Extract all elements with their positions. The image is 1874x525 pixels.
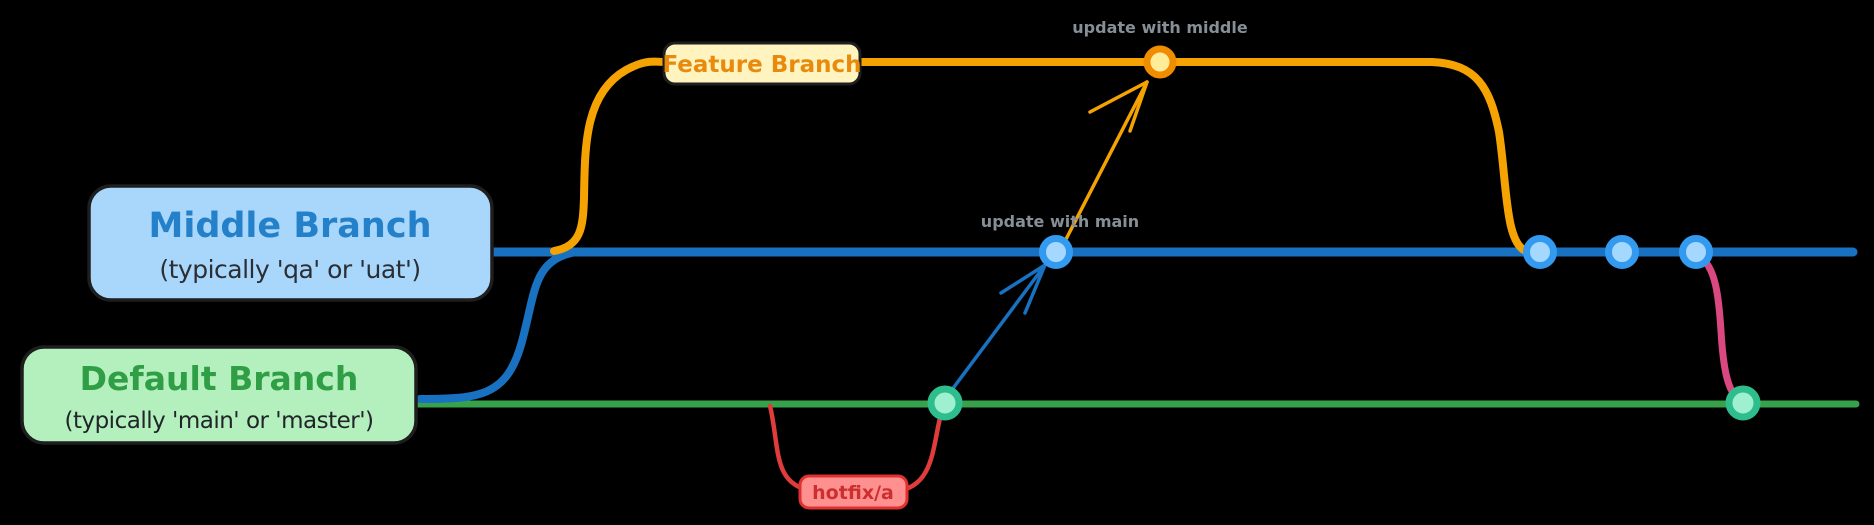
default-branch-subtitle: (typically 'main' or 'master'): [64, 408, 373, 434]
commit-node-default-hotfix-merge: [927, 385, 963, 421]
annotation-update-with-main: update with main: [981, 212, 1139, 231]
commit-node-feature-update: [1143, 45, 1177, 79]
arrow-shaft: [949, 263, 1047, 393]
default-branch-title: Default Branch: [80, 359, 359, 398]
default-branch-box-rect: [20, 345, 418, 445]
commit-node-default-release: [1725, 385, 1761, 421]
hotfix-label-rect: [798, 474, 909, 510]
arrow-head: [999, 263, 1047, 315]
hotfix-label-text: hotfix/a: [812, 482, 894, 504]
feature-branch-label: Feature Branch: [662, 41, 862, 86]
middle-branch-creation-curve: [416, 248, 580, 403]
feature-branch-line: [550, 57, 1530, 255]
update-with-middle-arrow: [1061, 80, 1149, 247]
middle-branch-subtitle: (typically 'qa' or 'uat'): [159, 255, 420, 284]
middle-branch-title: Middle Branch: [149, 206, 432, 246]
commit-node-middle-1: [1523, 235, 1557, 269]
default-branch-box: Default Branch (typically 'main' or 'mas…: [20, 345, 418, 445]
hotfix-label: hotfix/a: [798, 474, 909, 510]
release-merge-curve: [1694, 252, 1745, 405]
arrow-head: [1088, 80, 1149, 133]
middle-branch-box: Middle Branch (typically 'qa' or 'uat'): [87, 184, 494, 302]
feature-branch-label-rect: [662, 41, 862, 86]
commit-node-middle-2: [1605, 235, 1639, 269]
middle-branch-box-rect: [87, 184, 494, 302]
annotation-update-with-middle: update with middle: [1072, 18, 1248, 37]
commit-node-middle-3: [1679, 235, 1713, 269]
update-with-main-arrow: [949, 263, 1047, 393]
feature-branch-label-text: Feature Branch: [663, 52, 862, 78]
commit-node-middle-update: [1039, 235, 1073, 269]
arrow-shaft: [1061, 80, 1149, 247]
